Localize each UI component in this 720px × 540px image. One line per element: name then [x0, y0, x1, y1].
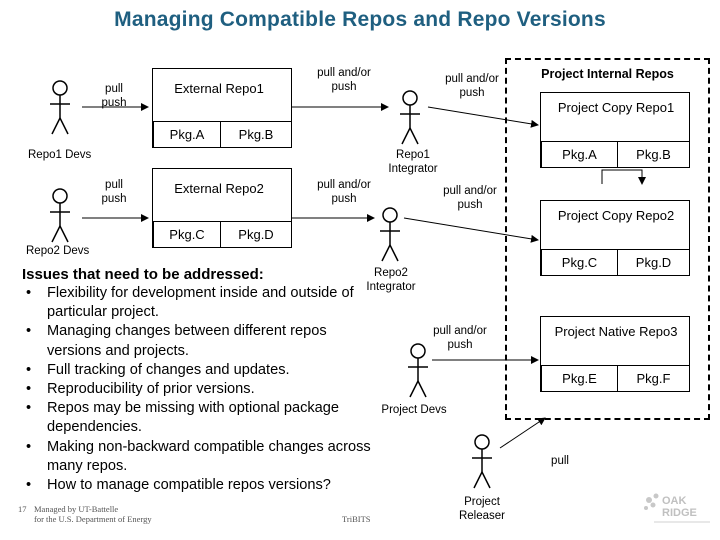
- releaser-arrow: [499, 417, 546, 449]
- repo1-integrator-label: Repo1 Integrator: [388, 149, 438, 175]
- repo2-dev-figure: [50, 188, 70, 243]
- repo2-to-internal-action: pull and/or push: [443, 185, 497, 211]
- external-repo2-title: External Repo2: [174, 181, 264, 196]
- repo2-integrator-label: Repo2 Integrator: [366, 267, 416, 293]
- svg-text:OAK: OAK: [662, 495, 687, 507]
- svg-text:RIDGE: RIDGE: [662, 507, 697, 519]
- external-repo1-title: External Repo1: [174, 81, 264, 96]
- issue-item: Managing changes between different repos…: [22, 322, 374, 360]
- ornl-logo: OAK RIDGE: [640, 490, 712, 526]
- external-repo2: External Repo2 Pkg.C Pkg.D: [152, 168, 292, 248]
- repo1-pkg-b: Pkg.B: [220, 121, 292, 148]
- managed-by: Managed by UT-Battelle for the U.S. Depa…: [34, 504, 194, 524]
- repo2-integrator-action: pull and/or push: [317, 179, 371, 205]
- project-copy-repo1: Project Copy Repo1 Pkg.A Pkg.B: [540, 92, 690, 168]
- managed-by-line1: Managed by UT-Battelle: [34, 504, 119, 514]
- repo1-integrator-figure: [400, 90, 420, 145]
- page-number: 17: [18, 504, 27, 514]
- repo1-to-internal-arrow: [427, 106, 539, 128]
- internal-pkg-f: Pkg.F: [617, 365, 690, 392]
- project-devs-action: pull and/or push: [433, 325, 487, 351]
- repo1-to-internal-action: pull and/or push: [445, 73, 499, 99]
- repo2-pkg-d: Pkg.D: [220, 221, 292, 248]
- issue-item: Full tracking of changes and updates.: [22, 361, 374, 380]
- project-copy-repo2: Project Copy Repo2 Pkg.C Pkg.D: [540, 200, 690, 276]
- internal-pkg-d: Pkg.D: [617, 249, 690, 276]
- page-title: Managing Compatible Repos and Repo Versi…: [114, 8, 606, 31]
- repo2-pkg-c: Pkg.C: [153, 221, 221, 248]
- project-devs-label: Project Devs: [381, 404, 447, 416]
- issues-list: Flexibility for development inside and o…: [22, 284, 374, 495]
- footer-center: TriBITS: [342, 514, 371, 524]
- internal-pkg-e: Pkg.E: [541, 365, 618, 392]
- issue-item: Reproducibility of prior versions.: [22, 380, 374, 399]
- project-internal-repos-region: [505, 58, 710, 420]
- issue-item: Flexibility for development inside and o…: [22, 284, 374, 322]
- repo1-integrator-action: pull and/or push: [317, 67, 371, 93]
- project-copy-repo2-title: Project Copy Repo2: [557, 208, 675, 223]
- repo1-devs-label: Repo1 Devs: [28, 149, 92, 161]
- issue-item: Repos may be missing with optional packa…: [22, 399, 374, 437]
- issue-item: How to manage compatible repos versions?: [22, 476, 374, 495]
- releaser-figure: [472, 434, 492, 489]
- releaser-label: Project Releaser: [458, 496, 506, 522]
- internal-pkg-a: Pkg.A: [541, 141, 618, 168]
- repo1-devs-action: pull push: [101, 83, 127, 109]
- external-repo1: External Repo1 Pkg.A Pkg.B: [152, 68, 292, 148]
- repo1-dev-figure: [50, 80, 70, 135]
- issues-heading: Issues that need to be addressed:: [22, 266, 264, 283]
- repo2-devs-action: pull push: [101, 179, 127, 205]
- ornl-logo-mark: OAK RIDGE: [644, 493, 710, 523]
- internal-pkg-b: Pkg.B: [617, 141, 690, 168]
- copy-dependency-arrow: [601, 169, 646, 185]
- issue-item: Making non-backward compatible changes a…: [22, 438, 374, 476]
- releaser-action: pull: [551, 455, 569, 467]
- project-dev-figure: [408, 343, 428, 398]
- repo2-to-internal-arrow: [403, 217, 539, 243]
- managed-by-line2: for the U.S. Department of Energy: [34, 514, 152, 524]
- repo1-pkg-a: Pkg.A: [153, 121, 221, 148]
- project-native-repo3-title: Project Native Repo3: [554, 324, 678, 339]
- repo2-devs-label: Repo2 Devs: [26, 245, 90, 257]
- project-native-repo3: Project Native Repo3 Pkg.E Pkg.F: [540, 316, 690, 392]
- repo2-integrator-figure: [380, 207, 400, 262]
- project-internal-repos-title: Project Internal Repos: [541, 67, 674, 81]
- project-copy-repo1-title: Project Copy Repo1: [557, 100, 675, 115]
- internal-pkg-c: Pkg.C: [541, 249, 618, 276]
